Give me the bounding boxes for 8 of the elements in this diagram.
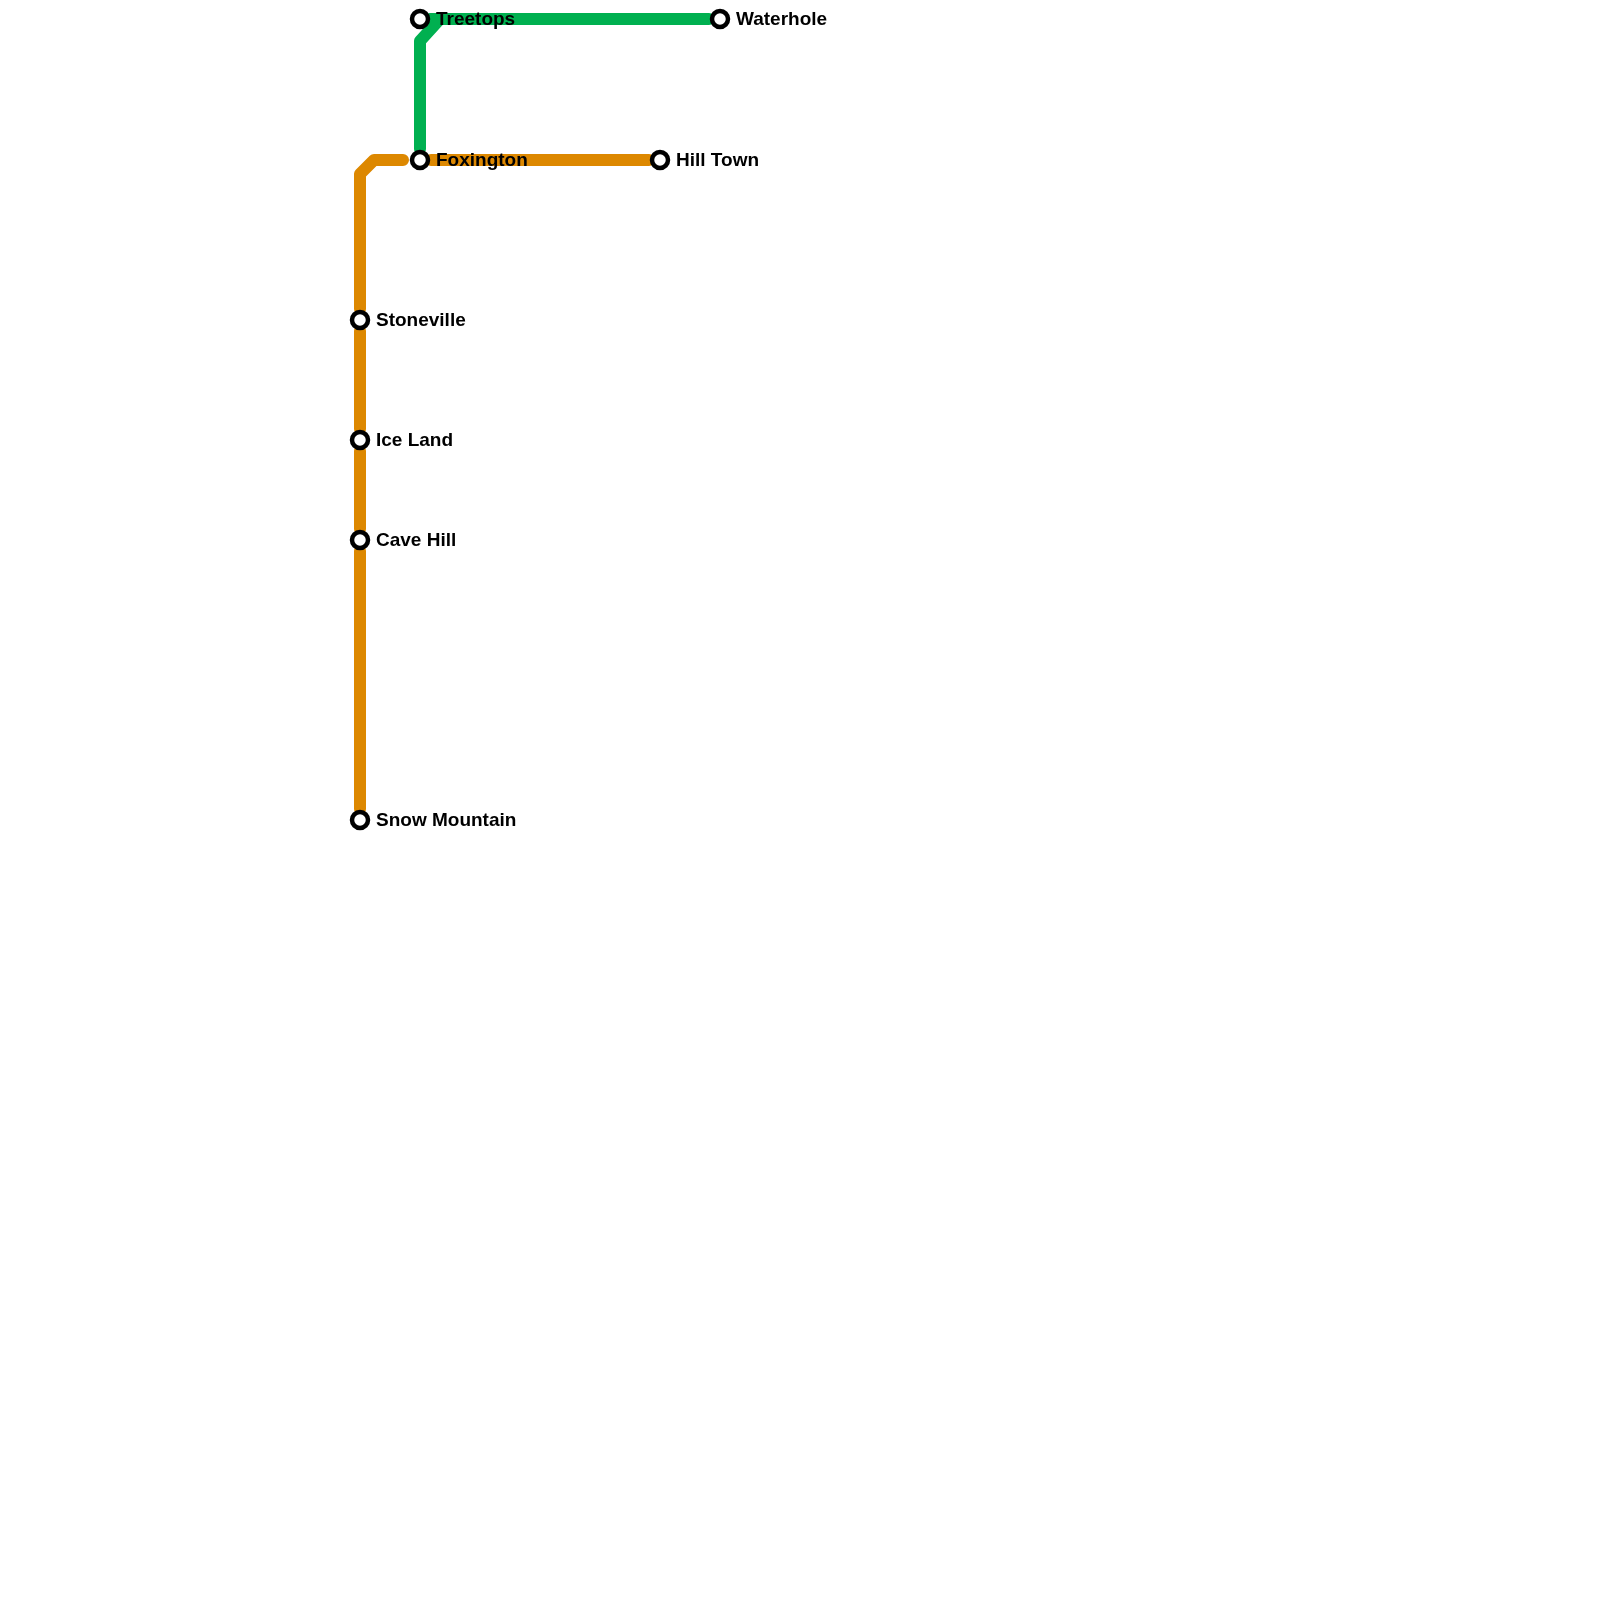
station-name: Hill Town (676, 149, 760, 171)
station-name: Treetops (436, 8, 516, 30)
station-name: Stoneville (376, 309, 466, 331)
station-name: Snow Mountain (376, 809, 517, 831)
station-name: Ice Land (376, 429, 454, 451)
station-name: Cave Hill (376, 529, 457, 551)
station-name: Foxington (436, 149, 528, 171)
station-name: Waterhole (736, 8, 828, 30)
